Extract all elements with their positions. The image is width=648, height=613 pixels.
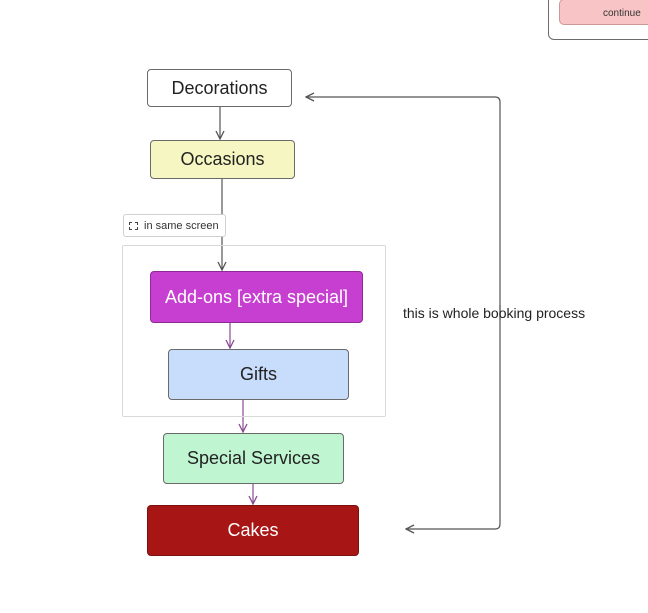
decorations-label: Decorations [171,77,268,98]
special-services-node[interactable]: Special Services [163,433,344,484]
occasions-label: Occasions [180,149,265,169]
booking-process-note[interactable]: this is whole booking process [403,305,586,321]
occasions-node[interactable]: Occasions [150,140,295,179]
group-frame-label[interactable]: in same screen [123,214,226,237]
decorations-node[interactable]: Decorations [147,69,292,107]
group-frame-text: in same screen [144,219,219,232]
special-services-label: Special Services [186,448,321,468]
gifts-label: Gifts [239,364,277,384]
addons-node[interactable]: Add-ons [extra special] [150,271,363,323]
loop-arrow-to-cakes [406,305,501,529]
cakes-node[interactable]: Cakes [147,505,359,556]
addons-label: Add-ons [extra special] [164,286,349,307]
continue-button[interactable]: continue [559,0,648,25]
frame-icon [129,221,138,230]
loop-arrow-to-decorations [306,97,501,320]
continue-card: continue [548,0,648,40]
continue-button-label: continue [603,8,641,19]
group-frame[interactable] [122,245,386,417]
gifts-node[interactable]: Gifts [168,349,349,400]
cakes-label: Cakes [227,520,279,540]
